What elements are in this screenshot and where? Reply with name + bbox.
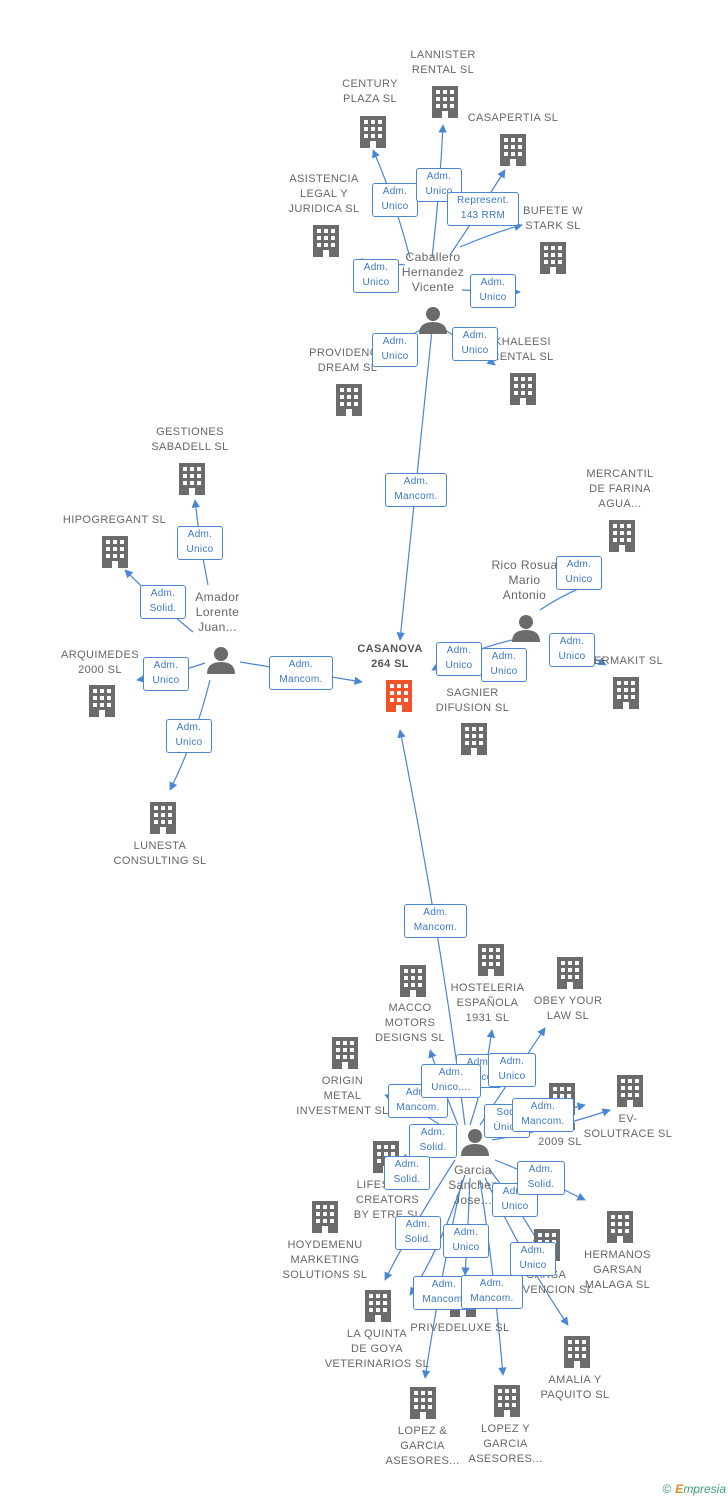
- brand-initial: E: [675, 1482, 684, 1496]
- company-label-hipogregant[interactable]: HIPOGREGANT SL: [62, 514, 167, 526]
- relation-badge[interactable]: Adm. Unico: [166, 719, 212, 753]
- copyright-icon: ©: [662, 1482, 672, 1496]
- relation-badge[interactable]: Adm. Unico: [510, 1242, 556, 1276]
- relation-badge[interactable]: Adm. Unico: [549, 633, 595, 667]
- building-icon-termakit: [613, 677, 639, 709]
- relation-badge[interactable]: Adm. Mancom.: [385, 473, 447, 507]
- company-label-gestiones[interactable]: GESTIONES SABADELL SL: [151, 426, 229, 453]
- building-icon-hipogregant: [102, 536, 128, 568]
- relation-badge[interactable]: Adm. Solid.: [384, 1156, 430, 1190]
- building-icon-bufete: [540, 242, 566, 274]
- person-label-rico[interactable]: Rico Rosua Mario Antonio: [491, 558, 558, 602]
- building-icon-lopezgarcia: [410, 1387, 436, 1419]
- relation-badge[interactable]: Adm. Mancom.: [404, 904, 467, 938]
- relation-badge[interactable]: Adm. Unico: [488, 1053, 536, 1087]
- company-label-century[interactable]: CENTURY PLAZA SL: [342, 78, 398, 105]
- company-label-mercantil[interactable]: MERCANTIL DE FARINA AGUA...: [586, 468, 654, 510]
- brand-name: mpresia: [683, 1482, 726, 1496]
- company-label-lannister[interactable]: LANNISTER RENTAL SL: [410, 49, 476, 76]
- building-icon-amalia: [564, 1336, 590, 1368]
- relation-badge[interactable]: Adm. Mancom.: [461, 1275, 523, 1309]
- building-icon-asistencia: [313, 225, 339, 257]
- edge-caballero-bufete: [459, 222, 523, 248]
- building-icon-gestiones: [179, 463, 205, 495]
- company-label-lopezygarcia[interactable]: LOPEZ Y GARCIA ASESORES...: [468, 1423, 543, 1465]
- company-label-amalia[interactable]: AMALIA Y PAQUITO SL: [540, 1374, 610, 1401]
- company-label-hermanos[interactable]: HERMANOS GARSAN MALAGA SL: [584, 1249, 651, 1291]
- relation-badge[interactable]: Adm. Unico: [556, 556, 602, 590]
- company-label-laquinta[interactable]: LA QUINTA DE GOYA VETERINARIOS SL: [324, 1328, 430, 1370]
- building-icon-origin: [332, 1037, 358, 1069]
- company-label-lopezgarcia[interactable]: LOPEZ & GARCIA ASESORES...: [385, 1425, 460, 1467]
- company-label-privedeluxe[interactable]: PRIVEDELUXE SL: [410, 1322, 510, 1334]
- building-icon-hermanos: [607, 1211, 633, 1243]
- person-icon-caballero: [419, 307, 447, 334]
- company-label-lunesta[interactable]: LUNESTA CONSULTING SL: [113, 840, 207, 867]
- relation-badge[interactable]: Adm. Mancom.: [269, 656, 333, 690]
- relation-badge[interactable]: Adm. Unico: [443, 1224, 489, 1258]
- company-label-origin[interactable]: ORIGIN METAL INVESTMENT SL: [296, 1075, 389, 1117]
- company-label-casapertia[interactable]: CASAPERTIA SL: [467, 112, 559, 124]
- building-icon-macco: [400, 965, 426, 997]
- building-icon-century: [360, 116, 386, 148]
- building-icon-casanova: [386, 680, 412, 712]
- company-label-macco[interactable]: MACCO MOTORS DESIGNS SL: [374, 1002, 446, 1044]
- company-label-obey[interactable]: OBEY YOUR LAW SL: [533, 995, 603, 1022]
- relation-badge[interactable]: Adm. Unico: [143, 657, 189, 691]
- empresia-logo[interactable]: ©Empresia: [662, 1482, 726, 1496]
- company-label-sagnier[interactable]: SAGNIER DIFUSION SL: [435, 687, 510, 714]
- relation-badge[interactable]: Adm. Unico: [372, 183, 418, 217]
- company-label-asistencia[interactable]: ASISTENCIA LEGAL Y JURIDICA SL: [288, 173, 360, 215]
- building-icon-obey: [557, 957, 583, 989]
- company-label-hoydemenu[interactable]: HOYDEMENU MARKETING SOLUTIONS SL: [282, 1239, 368, 1281]
- relation-badge[interactable]: Represent. 143 RRM: [447, 192, 519, 226]
- building-icon-hoydemenu: [312, 1201, 338, 1233]
- company-label-bufete[interactable]: BUFETE W STARK SL: [522, 205, 584, 232]
- person-icon-amador: [207, 647, 235, 674]
- company-label-providence[interactable]: PROVIDENCE DREAM SL: [309, 347, 386, 374]
- company-label-hosteleria[interactable]: HOSTELERIA ESPAÑOLA 1931 SL: [450, 982, 525, 1024]
- building-icon-sagnier: [461, 723, 487, 755]
- relation-badge[interactable]: Adm. Unico: [452, 327, 498, 361]
- relation-badge[interactable]: Adm. Unico: [470, 274, 516, 308]
- relation-badge[interactable]: Adm. Solid.: [409, 1124, 457, 1158]
- relation-badge[interactable]: Adm. Unico: [177, 526, 223, 560]
- relation-badge[interactable]: Adm. Mancom.: [512, 1098, 574, 1132]
- building-icon-lopezygarcia: [494, 1385, 520, 1417]
- building-icon-casapertia: [500, 134, 526, 166]
- relation-badge[interactable]: Adm. Unico: [353, 259, 399, 293]
- building-icon-khaleesi: [510, 373, 536, 405]
- relation-badge[interactable]: Adm. Unico,...: [421, 1064, 481, 1098]
- company-label-khaleesi[interactable]: KHALEESI RENTAL SL: [491, 336, 554, 363]
- company-label-termakit[interactable]: TERMAKIT SL: [586, 655, 664, 667]
- building-icon-mercantil: [609, 520, 635, 552]
- relation-badge[interactable]: Adm. Unico: [481, 648, 527, 682]
- company-label-evsolu[interactable]: EV- SOLUTRACE SL: [583, 1113, 673, 1140]
- relation-badge[interactable]: Adm. Solid.: [395, 1216, 441, 1250]
- building-icon-lunesta: [150, 802, 176, 834]
- person-label-amador[interactable]: Amador Lorente Juan...: [195, 590, 240, 634]
- company-label-arquimedes[interactable]: ARQUIMEDES 2000 SL: [61, 649, 139, 676]
- building-icon-lannister: [432, 86, 458, 118]
- building-icon-providence: [336, 384, 362, 416]
- relation-badge[interactable]: Adm. Unico: [372, 333, 418, 367]
- building-icon-laquinta: [365, 1290, 391, 1322]
- relation-badge[interactable]: Adm. Solid.: [517, 1161, 565, 1195]
- building-icon-arquimedes: [89, 685, 115, 717]
- building-icon-evsolu: [617, 1075, 643, 1107]
- person-icon-rico: [512, 615, 540, 642]
- relation-badge[interactable]: Adm. Solid.: [140, 585, 186, 619]
- person-label-garcia[interactable]: Garcia Sanchez Jose...: [448, 1163, 498, 1207]
- person-label-caballero[interactable]: Caballero Hernandez Vicente: [401, 250, 465, 294]
- center-company-label[interactable]: CASANOVA 264 SL: [357, 643, 423, 670]
- relation-badge[interactable]: Adm. Unico: [436, 642, 482, 676]
- building-icon-hosteleria: [478, 944, 504, 976]
